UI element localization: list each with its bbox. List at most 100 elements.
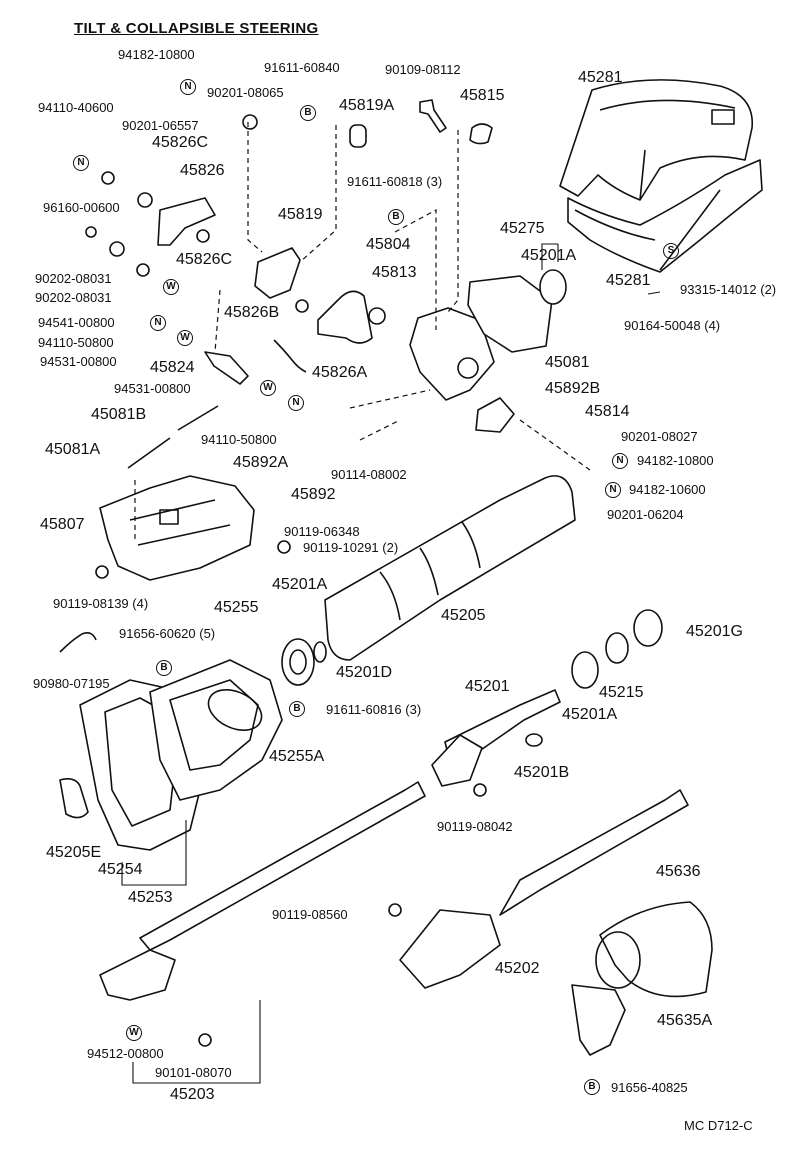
part-label: 94531-00800 bbox=[40, 354, 117, 369]
dust-cover bbox=[571, 901, 713, 1056]
part-label: 91656-60620 (5) bbox=[119, 626, 216, 641]
part-label: 45255 bbox=[214, 599, 259, 616]
part-label: 45892A bbox=[233, 454, 289, 471]
part-label: 45824 bbox=[150, 359, 195, 376]
lower-main-shaft bbox=[388, 789, 689, 989]
code-badge: B bbox=[584, 1079, 600, 1095]
part-label: 90101-08070 bbox=[155, 1065, 232, 1080]
part-label: 45202 bbox=[495, 960, 540, 977]
part-label: 45201B bbox=[514, 764, 570, 781]
part-label: 45275 bbox=[500, 220, 545, 237]
part-label: 91656-40825 bbox=[611, 1080, 688, 1095]
part-label: 45826A bbox=[312, 364, 368, 381]
part-label: 45826 bbox=[180, 162, 225, 179]
upper-column-cover bbox=[559, 79, 753, 201]
part-label: 45813 bbox=[372, 264, 417, 281]
part-label: 45201A bbox=[562, 706, 618, 723]
part-label: 94110-50800 bbox=[201, 432, 277, 447]
part-label: 45636 bbox=[656, 863, 701, 880]
code-badge: N bbox=[288, 395, 304, 411]
part-label: 45892B bbox=[545, 380, 601, 397]
part-label: 45201A bbox=[272, 576, 328, 593]
part-label: 91611-60818 (3) bbox=[347, 174, 443, 189]
part-label: 94182-10800 bbox=[118, 47, 195, 62]
part-label: 45826C bbox=[176, 251, 233, 268]
part-label: 45253 bbox=[128, 889, 173, 906]
part-label: 45814 bbox=[585, 403, 630, 420]
part-label: 90980-07195 bbox=[33, 676, 110, 691]
part-label: 90119-08139 (4) bbox=[53, 596, 149, 611]
part-label: 45815 bbox=[460, 87, 505, 104]
part-label: 45215 bbox=[599, 684, 644, 701]
tilt-lever bbox=[204, 290, 373, 385]
part-label: 45255A bbox=[269, 748, 325, 765]
code-badge: B bbox=[156, 660, 172, 676]
part-label: 45281 bbox=[578, 69, 623, 86]
part-label: 45201G bbox=[686, 623, 743, 640]
column-mount-bracket bbox=[95, 405, 291, 581]
part-label: 45201 bbox=[465, 678, 510, 695]
code-badge: S bbox=[663, 243, 679, 259]
part-label: 45203 bbox=[170, 1086, 215, 1103]
part-label: 90109-08112 bbox=[385, 62, 461, 77]
part-label: 90119-06348 bbox=[284, 524, 360, 539]
part-label: 94182-10800 bbox=[637, 453, 714, 468]
part-label: 45201A bbox=[521, 247, 577, 264]
lower-column-cover bbox=[567, 159, 763, 273]
part-label: 94110-50800 bbox=[38, 335, 114, 350]
code-badge: W bbox=[260, 380, 276, 396]
part-label: 45081A bbox=[45, 441, 101, 458]
part-label: 90201-06204 bbox=[607, 507, 684, 522]
part-label: 45819 bbox=[278, 206, 323, 223]
part-label: 45826C bbox=[152, 134, 209, 151]
code-badge: B bbox=[388, 209, 404, 225]
part-label: 45892 bbox=[291, 486, 336, 503]
column-tube bbox=[324, 475, 576, 661]
diagram-code: MC D712-C bbox=[684, 1118, 753, 1133]
part-label: 94512-00800 bbox=[87, 1046, 164, 1061]
part-label: 94182-10600 bbox=[629, 482, 706, 497]
part-label: 91611-60840 bbox=[264, 60, 340, 75]
part-label: 94531-00800 bbox=[114, 381, 191, 396]
column-hole-covers bbox=[59, 632, 283, 851]
part-label: 94110-40600 bbox=[38, 100, 114, 115]
part-label: 90201-08065 bbox=[207, 85, 284, 100]
code-badge: W bbox=[163, 279, 179, 295]
part-label: 45826B bbox=[224, 304, 280, 321]
part-label: 90119-08560 bbox=[272, 907, 348, 922]
part-label: 90114-08002 bbox=[331, 467, 407, 482]
code-badge: W bbox=[177, 330, 193, 346]
part-label: 45819A bbox=[339, 97, 395, 114]
part-label: 45254 bbox=[98, 861, 143, 878]
intermediate-shaft bbox=[99, 781, 426, 1047]
code-badge: W bbox=[126, 1025, 142, 1041]
code-badge: N bbox=[612, 453, 628, 469]
part-label: 45205 bbox=[441, 607, 486, 624]
part-label: 93315-14012 (2) bbox=[680, 282, 777, 297]
part-label: 96160-00600 bbox=[43, 200, 120, 215]
part-label: 90119-08042 bbox=[437, 819, 513, 834]
bearings bbox=[281, 609, 663, 747]
column-support-bracket bbox=[409, 269, 567, 433]
part-label: 45081 bbox=[545, 354, 590, 371]
part-label: 45081B bbox=[91, 406, 147, 423]
upper-main-shaft bbox=[431, 689, 561, 797]
part-label: 90202-08031 bbox=[35, 271, 112, 286]
part-label: 45205E bbox=[46, 844, 102, 861]
code-badge: N bbox=[150, 315, 166, 331]
part-label: 45281 bbox=[606, 272, 651, 289]
part-label: 94541-00800 bbox=[38, 315, 115, 330]
part-label: 45635A bbox=[657, 1012, 713, 1029]
part-label: 90201-06557 bbox=[122, 118, 199, 133]
part-label: 90201-08027 bbox=[621, 429, 698, 444]
small-hardware bbox=[85, 99, 493, 325]
part-label: 45804 bbox=[366, 236, 411, 253]
code-badge: B bbox=[289, 701, 305, 717]
code-badge: N bbox=[73, 155, 89, 171]
reference-lines bbox=[121, 122, 661, 1084]
part-label: 90119-10291 (2) bbox=[303, 540, 399, 555]
diagram-title: TILT & COLLAPSIBLE STEERING bbox=[74, 20, 319, 37]
code-badge: B bbox=[300, 105, 316, 121]
part-label: 91611-60816 (3) bbox=[326, 702, 422, 717]
